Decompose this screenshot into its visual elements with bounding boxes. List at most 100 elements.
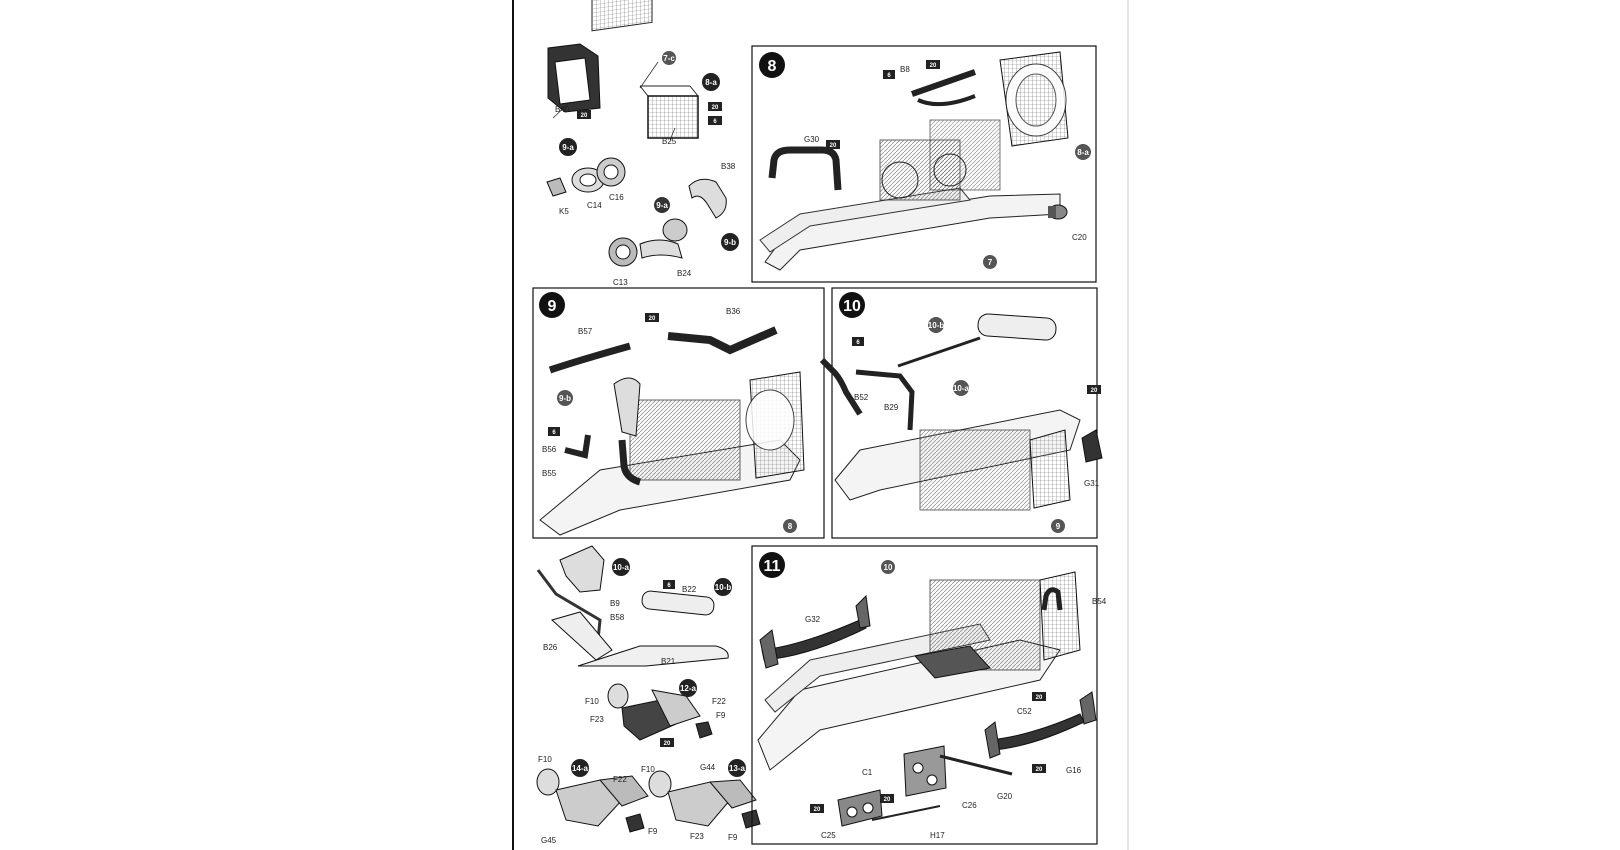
subassembly-12a: F10 F22 F23 F9 12-a 20 [585, 679, 726, 747]
svg-text:20: 20 [581, 113, 588, 119]
label-b8: B8 [900, 65, 910, 74]
label-b54: B54 [1092, 597, 1107, 606]
part-f22 [651, 689, 701, 727]
step-10-panel: 10 B52 B29 G31 10-b 10-a 9 6 20 [819, 287, 1103, 539]
label-b25: B25 [662, 137, 677, 146]
subassembly-9a-9b: 9-a K5 C14 C16 B38 9-a C13 B24 9-b [546, 138, 739, 287]
label-f9-13a: F9 [728, 833, 738, 842]
step11-rod-h17 [871, 805, 941, 821]
svg-text:20: 20 [1036, 695, 1043, 701]
svg-text:6: 6 [713, 119, 717, 125]
paint-6-step9: 6 [548, 427, 560, 436]
badge-10b: 10-b [928, 321, 945, 330]
step11-hose-b54 [1041, 587, 1063, 611]
label-c1: C1 [862, 768, 873, 777]
badge-8-step9: 8 [788, 522, 793, 531]
part-b38 [688, 178, 727, 219]
subassembly-radiator: 7-c B40 B25 8-a 20 20 6 [547, 0, 722, 146]
label-b29: B29 [884, 403, 899, 412]
badge-9b: 9-b [724, 238, 736, 247]
step9-hose-b57 [548, 342, 631, 374]
part-b24 [639, 239, 683, 259]
step-8-number: 8 [768, 58, 777, 75]
step10-muffler [977, 313, 1057, 341]
label-b22: B22 [682, 585, 697, 594]
paint-20-step11-b: 20 [1032, 764, 1046, 773]
label-f23-13a: F23 [690, 832, 704, 841]
step-10-number: 10 [843, 298, 861, 315]
label-b56: B56 [542, 445, 557, 454]
step11-bracket-c26 [903, 745, 947, 797]
label-g16: G16 [1066, 766, 1082, 775]
part-b9 [559, 545, 605, 593]
label-f22: F22 [712, 697, 726, 706]
svg-text:6: 6 [667, 583, 671, 589]
svg-text:20: 20 [712, 105, 719, 111]
paint-20-a: 20 [577, 110, 591, 119]
label-g44: G44 [700, 763, 716, 772]
badge-10b-sub: 10-b [715, 583, 732, 592]
part-f10 [607, 683, 629, 709]
paint-6: 6 [883, 70, 895, 79]
badge-13a: 13-a [729, 764, 746, 773]
label-f10: F10 [585, 697, 599, 706]
paint-20-step10: 20 [1087, 385, 1101, 394]
badge-8a: 8-a [705, 78, 717, 87]
step11-plate-c52 [914, 645, 991, 679]
part-b22 [641, 590, 715, 616]
label-g30: G30 [804, 135, 820, 144]
paint-20-step11-c: 20 [810, 804, 824, 813]
label-h17: H17 [930, 831, 945, 840]
step10-pipe-b52 [819, 357, 863, 416]
label-k5: K5 [559, 207, 569, 216]
label-g20: G20 [997, 792, 1013, 801]
step8-part-c20 [1048, 204, 1068, 220]
step-11-panel: 11 G32 B54 C52 G16 C1 G20 C26 C25 [751, 545, 1107, 845]
step11-chassis-frame [757, 639, 1061, 771]
label-f23: F23 [590, 715, 604, 724]
svg-text:20: 20 [884, 797, 891, 803]
step-11-number: 11 [764, 558, 781, 575]
badge-9a: 9-a [562, 143, 574, 152]
part-b21 [577, 645, 729, 667]
part-f9 [695, 721, 713, 739]
step11-spring-g16 [989, 713, 1085, 751]
step10-part-g31 [1081, 429, 1103, 463]
badge-12a: 12-a [680, 684, 697, 693]
label-f10-13a: F10 [641, 765, 655, 774]
label-b24: B24 [677, 269, 692, 278]
label-7c: 7-c [663, 54, 675, 63]
svg-text:6: 6 [552, 430, 556, 436]
label-g45: G45 [541, 836, 557, 845]
badge-9a-2: 9-a [656, 201, 668, 210]
label-b57: B57 [578, 327, 593, 336]
svg-text:20: 20 [814, 807, 821, 813]
paint-6-step10: 6 [852, 337, 864, 346]
svg-text:20: 20 [1091, 388, 1098, 394]
paint-20-step8-a: 20 [926, 60, 940, 69]
svg-text:6: 6 [887, 73, 891, 79]
paint-20-step9: 20 [645, 313, 659, 322]
label-f9-14a: F9 [648, 827, 658, 836]
label-b38: B38 [721, 162, 736, 171]
paint-6-a: 6 [708, 116, 722, 125]
badge-10a: 10-a [953, 384, 970, 393]
label-c20: C20 [1072, 233, 1087, 242]
label-b36: B36 [726, 307, 741, 316]
badge-9b-step9: 9-b [559, 394, 571, 403]
paint-20-step11-d: 20 [880, 794, 894, 803]
label-c26: C26 [962, 801, 977, 810]
label-b58: B58 [610, 613, 625, 622]
badge-8a-step8: 8-a [1077, 148, 1089, 157]
label-b40: B40 [555, 105, 570, 114]
svg-text:20: 20 [649, 316, 656, 322]
svg-text:6: 6 [856, 340, 860, 346]
step9-hose-b36 [667, 326, 778, 355]
paint-20-step8-b: 20 [826, 140, 840, 149]
badge-10-step11: 10 [884, 563, 893, 572]
label-g32: G32 [805, 615, 821, 624]
svg-text:20: 20 [664, 741, 671, 747]
step10-pipe-b29 [855, 369, 915, 431]
